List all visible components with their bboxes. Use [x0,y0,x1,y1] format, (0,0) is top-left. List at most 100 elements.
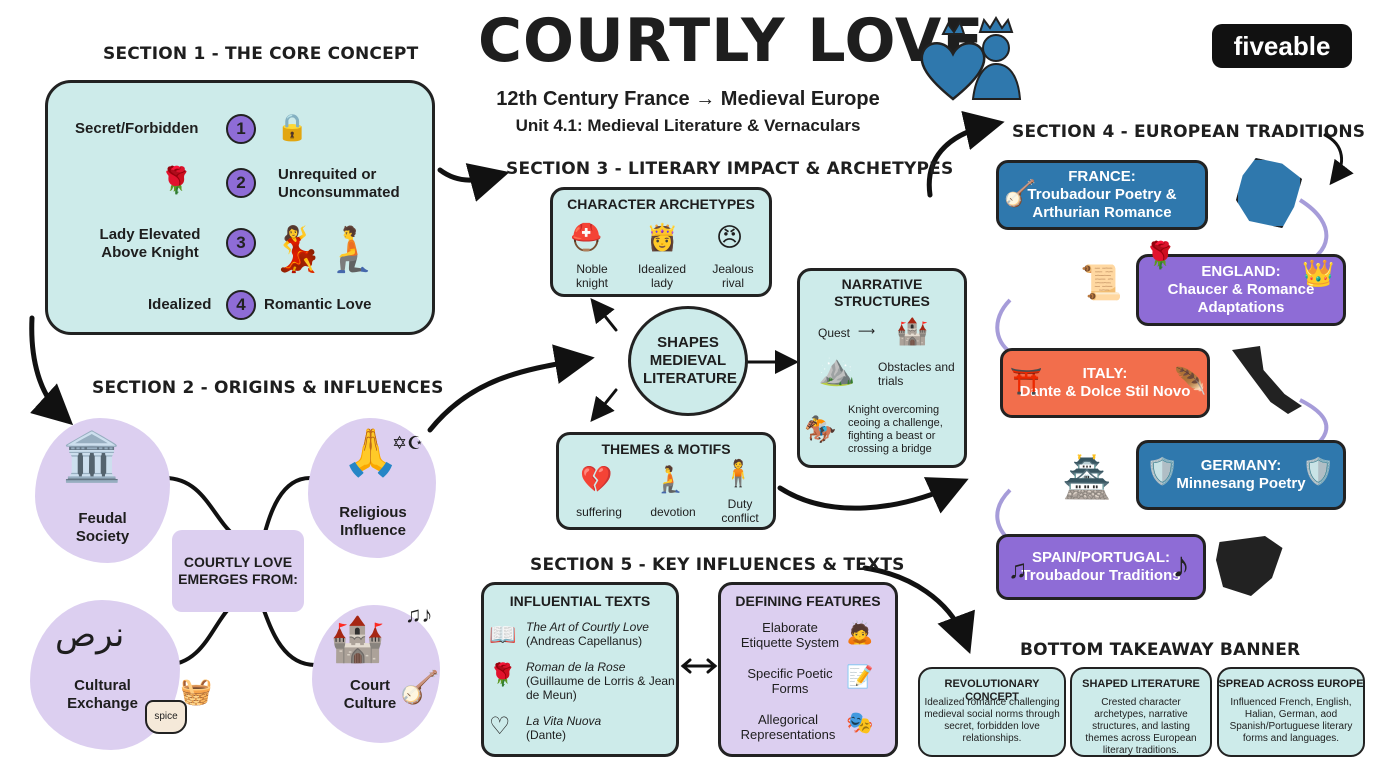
item1-label: Secret/Forbidden [75,120,199,137]
themes-title: THEMES & MOTIFS [601,441,731,457]
lady-knight-icon: 💃🧎 [270,225,380,274]
duty-figure-icon: 🧍 [722,458,755,488]
banner-title: BOTTOM TAKEAWAY BANNER [1020,640,1301,660]
banner-card-3-text: Influenced French, English, Halian, Germ… [1229,697,1353,744]
text-work-1: The Art of Courtly Love [526,620,649,634]
quill-icon: 🪶 [1174,366,1207,396]
feature-allegorical: Allegorical Representations [740,712,836,742]
england-box: ENGLAND: Chaucer & Romance Adaptations [1136,254,1346,326]
text-author-2: (Guillaume de Lorris & Jean de Meun) [526,674,675,702]
item2-label: Unrequited or Unconsummated [278,166,400,201]
texts-title: INFLUENTIAL TEXTS [509,593,651,609]
emerges-center: COURTLY LOVE EMERGES FROM: [172,530,304,612]
italy-name: ITALY: [1082,365,1128,382]
pyramid-crown-icon: 🏛️ [62,431,122,484]
germany-name: GERMANY: [1200,457,1282,474]
castle-black-icon: 🏯 [1062,456,1112,500]
banner-card-1-text: Idealized romance challenging medieval s… [924,697,1060,744]
rose-outline-icon: 🌹 [489,662,517,687]
feudal-blob [35,418,170,563]
lute-icon: 🪕 [400,669,440,705]
theme-duty-conflict: Duty conflict [721,497,759,525]
spice-sack: spice [145,700,187,734]
narrative-obstacles: Obstacles and trials [878,360,955,388]
banner-card-3-title: SPREAD ACROSS EUROPE [1218,678,1364,690]
shapes-literature-label: SHAPES MEDIEVAL LITERATURE [643,334,737,387]
number-badge-4: 4 [226,290,256,320]
rival-face-icon: 😠 [716,222,744,252]
double-note-icon: ♫ [1008,554,1028,584]
italy-desc: Dante & Dolce Stil Novo [1019,383,1191,400]
section1-title: SECTION 1 - THE CORE CONCEPT [103,44,419,64]
broken-heart-icon: 💔 [580,464,613,494]
quest-arrow: ⟶ [858,324,876,338]
winged-mask-icon: 🎭 [846,710,874,735]
subtitle-1: 12th Century France → Medieval Europe [496,88,880,110]
narrative-quest: Quest [818,326,851,340]
feudal-label: Feudal Society [75,510,130,545]
crown-icon: 👑 [1302,258,1335,288]
mountains-icon: ⛰️ [818,354,856,387]
horse-knight-icon: 🏇 [804,414,837,444]
lady-icon: 👸 [646,222,679,252]
banner-card-2-title: SHAPED LITERATURE [1082,678,1200,690]
madonna-icon: 🙏 [342,426,400,478]
book-heart-icon: 📖 [489,622,517,647]
rose-icon: 🌹 [160,165,193,195]
item3-label: Lady Elevated Above Knight [99,226,201,261]
single-note-icon: ♪ [1172,544,1190,585]
castle-icon: 🏰 [330,615,385,664]
music-notes-icon: ♫♪ [405,602,433,627]
kneeling-figure-icon: 🧎 [654,464,687,494]
item4-right-label: Romantic Love [264,296,372,313]
rose-purple-icon: 🌹 [1144,240,1177,270]
spain-desc: Troubadour Traditions [1021,567,1181,584]
archetype-idealized-lady: Idealized lady [637,262,687,290]
court-blob [312,605,440,743]
feature-poetic-forms: Specific Poetic Forms [747,666,833,696]
france-box: FRANCE: Troubadour Poetry & Arthurian Ro… [996,160,1208,230]
item4-left-label: Idealized [148,296,212,313]
number-badge-1: 1 [226,114,256,144]
banner-card-3 [1217,667,1365,757]
features-panel [718,582,898,757]
fiveable-logo: fiveable [1212,24,1352,68]
lute-small-icon: 🪕 [1004,178,1037,208]
poem-page-icon: 📝 [846,664,874,689]
number-badge-2: 2 [226,168,256,198]
narrative-knight: Knight overcoming ceoing a challenge, fi… [848,404,943,455]
text-item-3: La Vita Nuova (Dante) [526,714,676,742]
spain-name: SPAIN/PORTUGAL: [1031,549,1171,566]
page-title: COURTLY LOVE [478,6,985,76]
text-work-2: Roman de la Rose [526,660,626,674]
text-item-1: The Art of Courtly Love (Andreas Capella… [526,620,676,648]
england-desc: Chaucer & Romance Adaptations [1167,281,1315,316]
arabic-calligraphy-icon: نرص [55,616,125,654]
theme-devotion: devotion [650,505,696,519]
text-author-3: (Dante) [526,728,567,742]
section5-title: SECTION 5 - KEY INFLUENCES & TEXTS [530,555,905,575]
heart-outline-icon: ♡ [489,713,511,740]
scroll-icon: 📜 [1080,264,1123,302]
court-label: Court Culture [343,677,397,712]
banner-card-2 [1070,667,1212,757]
castle-small-icon: 🏰 [896,316,929,346]
themes-panel [556,432,776,530]
text-author-1: (Andreas Capellanus) [526,634,643,648]
archetypes-panel [550,187,772,297]
bowing-figures-icon: 🙇 [846,620,874,645]
arch-icon: ⛩️ [1010,366,1043,396]
religious-label: Religious Influence [339,504,407,539]
knight-helmet-icon: ⛑️ [570,222,603,252]
cultural-label: Cultural Exchange [67,677,138,712]
section4-title: SECTION 4 - EUROPEAN TRADITIONS [1012,122,1366,142]
section2-title: SECTION 2 - ORIGINS & INFLUENCES [92,378,444,398]
banner-card-1 [918,667,1066,757]
germany-desc: Minnesang Poetry [1176,475,1306,492]
banner-card-2-text: Crested character archetypes, narrative … [1085,697,1197,756]
religious-blob [308,418,436,558]
feature-etiquette: Elaborate Etiquette System [740,620,840,650]
archetype-jealous-rival: Jealous rival [712,262,754,290]
text-item-2: Roman de la Rose (Guillaume de Lorris & … [526,660,676,702]
france-desc: Troubadour Poetry & Arthurian Romance [1027,186,1177,221]
